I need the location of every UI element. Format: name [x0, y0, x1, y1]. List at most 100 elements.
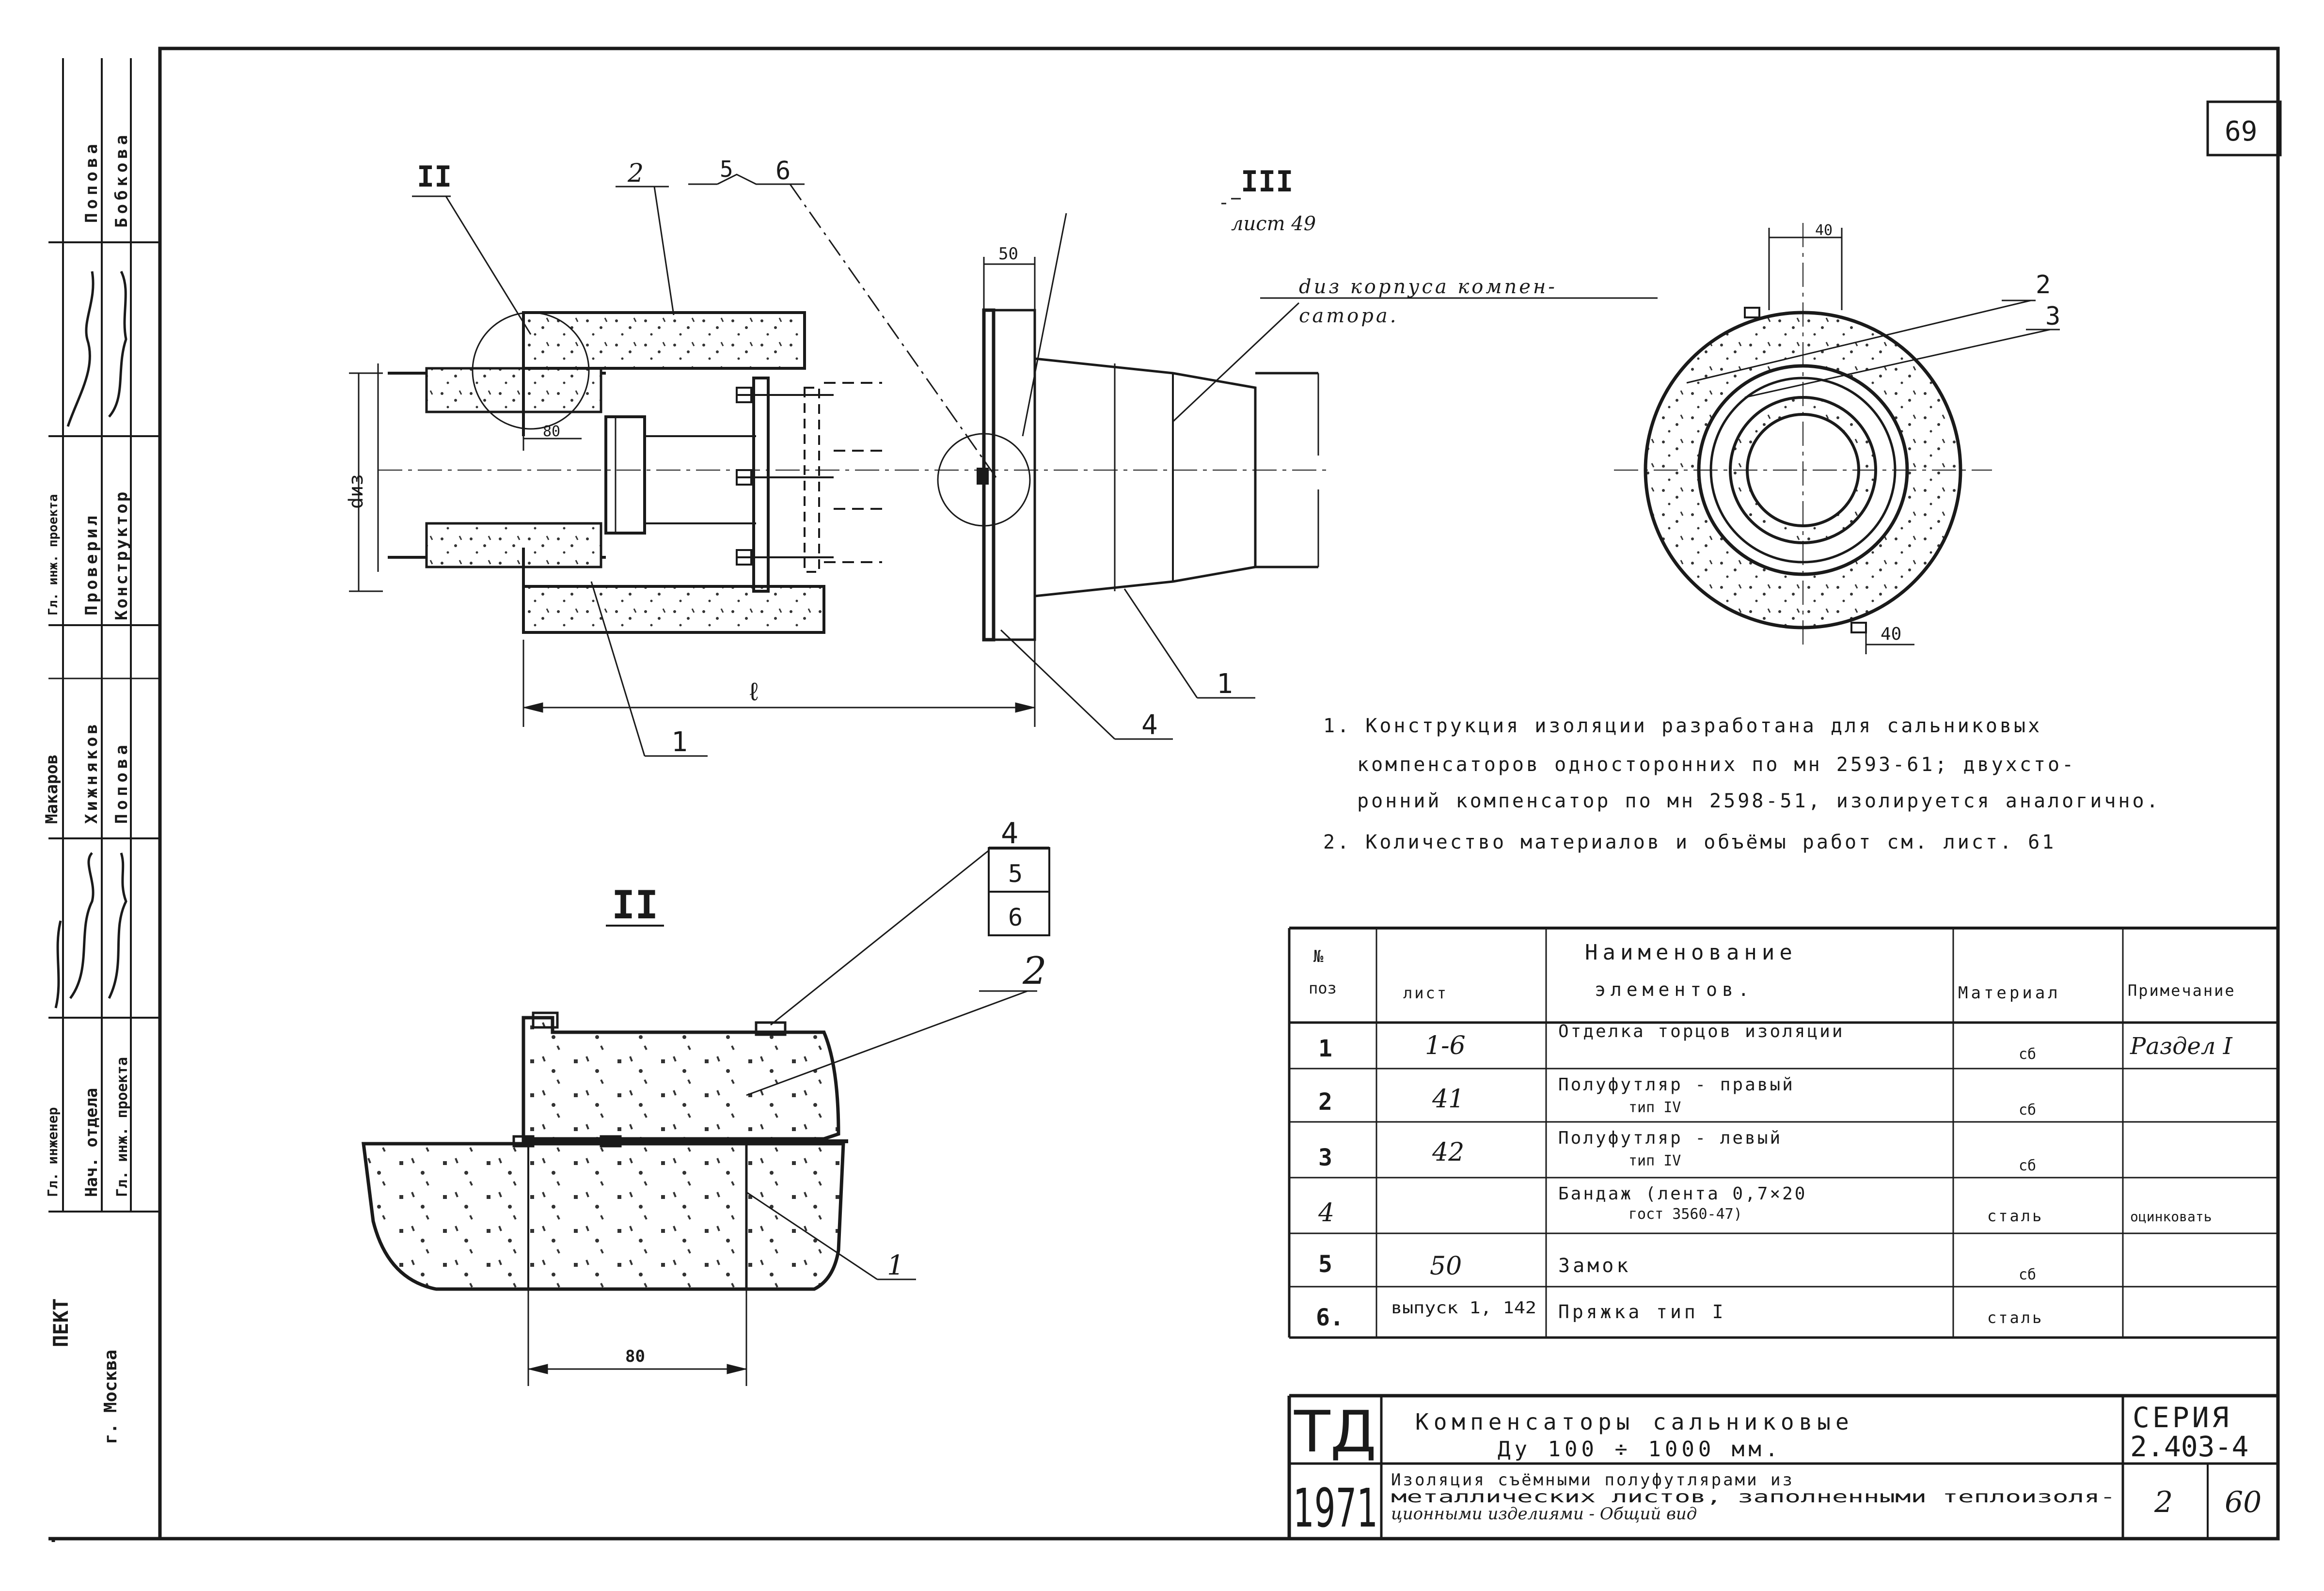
row-3-pos: 3 — [1318, 1144, 1332, 1171]
section-leader-2-label: 2 — [2036, 270, 2051, 299]
row-4-pos: 4 — [1318, 1198, 1334, 1228]
callout-section-label: III — [1241, 165, 1293, 199]
section-dim-bottom-label: 40 — [1881, 624, 1901, 644]
detail-tag-6: 6 — [1008, 903, 1023, 931]
leader-4-label: 4 — [1141, 709, 1158, 741]
stamp-name-khizhnyakov: Хижняков — [82, 721, 101, 824]
left-stamp-text: Попова Бобкова Гл. инженер Нач. отдела Г… — [42, 131, 131, 1444]
sheet-number: 69 — [2225, 116, 2257, 147]
stamp-name-bobkova: Бобкова — [112, 131, 131, 228]
leader-1-bottom-label: 1 — [671, 726, 688, 758]
row-2-name-sub: тип IV — [1628, 1099, 1681, 1116]
callout-2-label: 2 — [627, 159, 644, 188]
row-4-remark: оцинковать — [2130, 1209, 2212, 1225]
detail-view — [362, 847, 1050, 1386]
sheet-border — [48, 47, 2280, 1542]
title-line-1: Компенсаторы сальниковые — [1415, 1409, 1854, 1435]
stamp-role-chief-engineer: Гл. инженер — [45, 1107, 61, 1197]
row-3-material: сб — [2019, 1157, 2036, 1174]
detail-tag-5: 5 — [1008, 860, 1023, 888]
dim-l-label: ℓ — [746, 677, 761, 707]
note-line-3: ронний компенсатор по мн 2598-51, изолир… — [1357, 790, 2161, 812]
row-5-sheet: 50 — [1430, 1252, 1462, 1281]
row-6-pos: 6. — [1316, 1304, 1344, 1331]
row-2-name: Полуфутляр - правый — [1558, 1075, 1795, 1095]
row-1-material: сб — [2019, 1046, 2036, 1063]
main-view — [349, 173, 1658, 757]
dim-50-label: 50 — [998, 244, 1018, 264]
body-note-line-1: dиз корпуса компен- — [1299, 276, 1557, 298]
row-2-pos: 2 — [1318, 1088, 1332, 1116]
detail-dim-80-label: 80 — [625, 1347, 645, 1366]
note-line-4: 2. Количество материалов и объёмы работ … — [1323, 831, 2056, 853]
header-material: Материал — [1958, 983, 2061, 1003]
stamp-city: г. Москва — [101, 1350, 121, 1444]
header-remark: Примечание — [2128, 981, 2236, 1000]
header-pos-1: № — [1313, 947, 1324, 966]
section-leader-3-label: 3 — [2045, 302, 2060, 331]
row-4-name-sub: гост 3560-47) — [1628, 1206, 1742, 1223]
row-4-material: сталь — [1987, 1207, 2043, 1225]
desc-line-2: металлических листов, заполненными тепло… — [1391, 1487, 2116, 1507]
detail-leader-2-label: 2 — [1022, 949, 1047, 993]
dim-du-label: dиз — [345, 474, 367, 509]
title-sheet-number: 60 — [2225, 1485, 2261, 1519]
leader-1-right-label: 1 — [1217, 668, 1233, 700]
title-mark-year: 1971 — [1293, 1477, 1378, 1539]
title-mark-top: ТД — [1294, 1398, 1376, 1465]
callout-6-label: 6 — [775, 157, 790, 186]
row-5-name: Замок — [1558, 1255, 1631, 1277]
detail-leader-1-label: 1 — [887, 1250, 904, 1281]
desc-line-3: ционными изделиями - Общий вид — [1391, 1504, 1697, 1524]
note-line-2: компенсаторов односторонних по мн 2593-6… — [1357, 754, 2076, 776]
stamp-role-dept-head: Нач. отдела — [82, 1088, 101, 1197]
desc-line-1: Изоляция съёмными полуфутлярами из — [1391, 1470, 1794, 1490]
header-name-1: Наименование — [1585, 940, 1797, 965]
dim-80-label: 80 — [543, 423, 560, 440]
row-4-name: Бандаж (лента 0,7×20 — [1558, 1184, 1807, 1204]
row-3-name-sub: тип IV — [1628, 1152, 1681, 1169]
issue-number: 2 — [2154, 1485, 2173, 1519]
row-5-material: сб — [2019, 1266, 2036, 1283]
stamp-role-gl-inzh: Гл. инж. проекта — [46, 494, 61, 615]
callout-5-label: 5 — [720, 156, 733, 182]
row-2-material: сб — [2019, 1102, 2036, 1118]
row-1-name: Отделка торцов изоляции — [1558, 1022, 1845, 1041]
header-pos-2: поз — [1309, 979, 1337, 997]
row-1-sheet: 1-6 — [1425, 1031, 1466, 1060]
series-value: 2.403-4 — [2130, 1430, 2248, 1463]
row-3-name: Полуфутляр - левый — [1558, 1128, 1782, 1148]
detail-tag-4: 4 — [1001, 817, 1018, 851]
section-dim-top-label: 40 — [1815, 222, 1833, 239]
row-6-material: сталь — [1987, 1308, 2043, 1327]
title-line-2: Ду 100 ÷ 1000 мм. — [1498, 1437, 1782, 1462]
row-6-sheet: выпуск 1, 142 — [1391, 1298, 1536, 1318]
sheet-number-box — [2206, 100, 2282, 157]
detail-title: II — [612, 882, 658, 928]
row-5-pos: 5 — [1318, 1251, 1332, 1278]
header-name-2: элементов. — [1595, 979, 1754, 1000]
row-3-sheet: 42 — [1432, 1138, 1464, 1167]
stamp-name-makarov: Макаров — [42, 755, 62, 824]
callout-detail-label: II — [417, 160, 452, 194]
stamp-role-designer: Конструктор — [112, 490, 131, 620]
stamp-name-popova: Попова — [112, 741, 131, 824]
header-sheet: лист — [1403, 984, 1448, 1002]
stamp-role-checked: Проверил — [82, 513, 101, 615]
stamp-role-chief-proj-eng: Гл. инж. проекта — [114, 1057, 131, 1197]
title-block-grid — [1287, 1394, 2278, 1539]
body-note-line-2: сатора. — [1299, 305, 1398, 327]
section-view — [1614, 223, 2060, 654]
row-2-sheet: 41 — [1432, 1085, 1464, 1114]
left-stamp-grid — [48, 58, 160, 1213]
note-line-1: 1. Конструкция изоляции разработана для … — [1323, 715, 2042, 737]
stamp-name-popova-top: Попова — [82, 140, 101, 223]
row-1-remark: Раздел I — [2130, 1033, 2233, 1060]
section-ref-label: лист 49 — [1231, 213, 1316, 235]
row-1-pos: 1 — [1318, 1035, 1332, 1062]
series-label: СЕРИЯ — [2133, 1401, 2232, 1434]
row-6-name: Пряжка тип I — [1558, 1301, 1726, 1323]
stamp-org: ПЕКТ — [49, 1298, 73, 1347]
spec-table-grid — [1288, 927, 2278, 1339]
